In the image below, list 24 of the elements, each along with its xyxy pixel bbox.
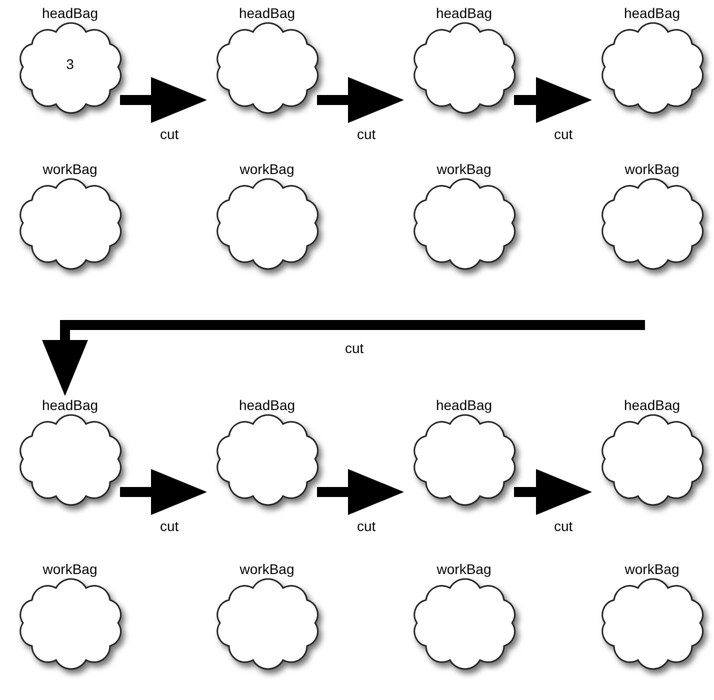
bag-label: workBag	[436, 160, 492, 178]
bag-label: headBag	[238, 4, 296, 22]
arrow	[120, 77, 207, 123]
arrow	[514, 469, 592, 515]
bag-label: workBag	[240, 160, 294, 178]
arrow	[42, 320, 645, 396]
bag-label: workBag	[42, 160, 98, 178]
arrow	[317, 77, 404, 123]
bag-label: headBag	[42, 4, 98, 22]
bag-label: headBag	[436, 4, 492, 22]
bag-label: headBag	[42, 396, 98, 414]
arrow	[120, 469, 207, 515]
arrow	[317, 469, 404, 515]
bag-label: workBag	[42, 560, 98, 578]
bag-label: headBag	[238, 396, 296, 414]
count-value: 3	[66, 56, 74, 72]
bag-label: workBag	[624, 160, 680, 178]
bag-label: headBag	[624, 4, 680, 22]
bag-label: headBag	[624, 396, 680, 414]
bag-label: workBag	[240, 560, 294, 578]
bag-label: headBag	[436, 396, 492, 414]
bag-label: workBag	[436, 560, 492, 578]
bag-label: workBag	[624, 560, 680, 578]
arrow	[514, 77, 592, 123]
